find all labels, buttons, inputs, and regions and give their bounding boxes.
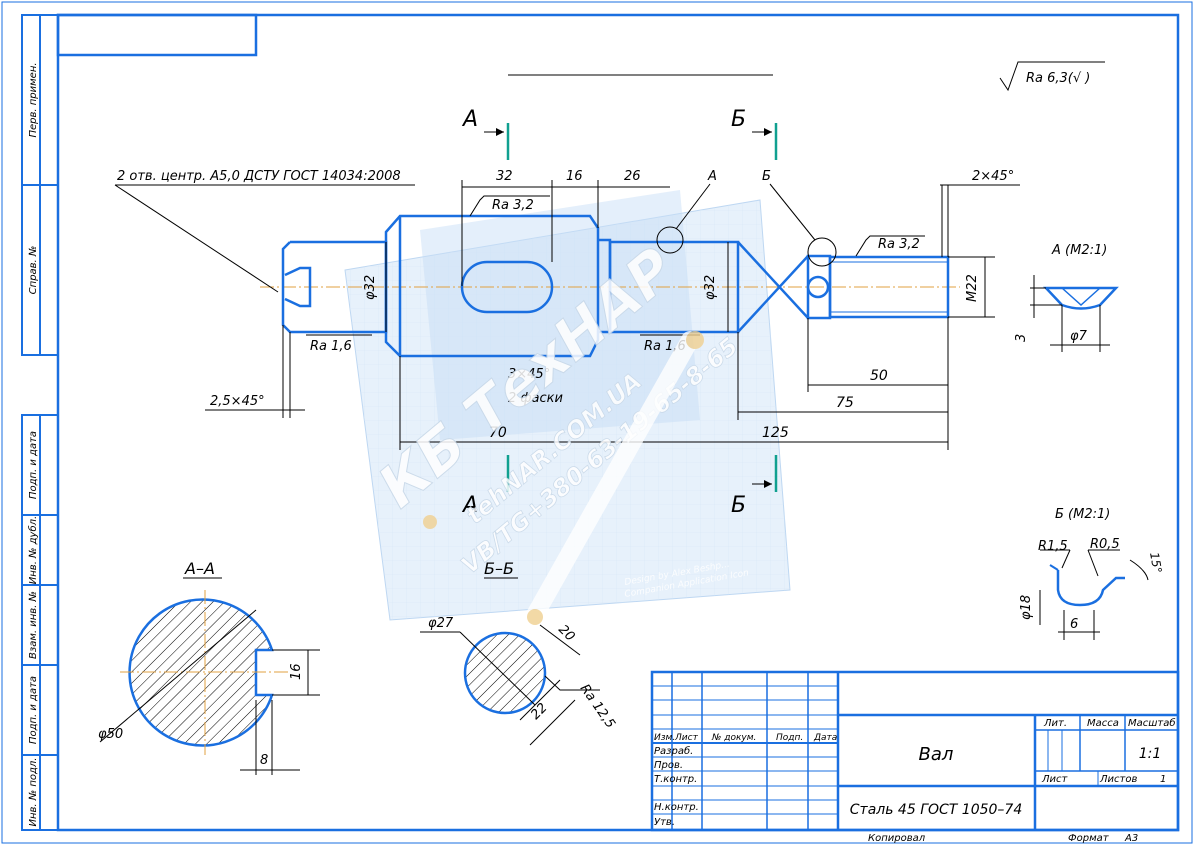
chamfer-left-callout: 2,5×45° bbox=[210, 394, 265, 409]
detail-b-r15: R1,5 bbox=[1038, 539, 1068, 554]
tb-scale-value: 1:1 bbox=[1139, 746, 1162, 762]
tb-lit: Лит. bbox=[1043, 718, 1067, 729]
dim-26: 26 bbox=[624, 169, 641, 184]
section-marker-a-top bbox=[484, 123, 510, 160]
label-perv-primen: Перв. примен. bbox=[28, 62, 39, 137]
watermark-compass bbox=[423, 331, 704, 625]
section-bb-phi27: φ27 bbox=[428, 616, 454, 631]
detail-a-view bbox=[1030, 275, 1119, 352]
tb-listov-value: 1 bbox=[1160, 774, 1166, 785]
section-aa-title: А–А bbox=[184, 559, 215, 578]
section-b-top-label: Б bbox=[731, 107, 746, 132]
tb-dokum: № докум. bbox=[711, 733, 756, 743]
dimension-lines bbox=[205, 180, 1020, 450]
general-roughness-symbol bbox=[999, 61, 1105, 92]
roughness-key: Ra 3,2 bbox=[492, 198, 534, 213]
tb-listov-label: Листов bbox=[1099, 774, 1137, 785]
section-aa-view bbox=[99, 590, 320, 775]
detail-flags bbox=[656, 183, 837, 267]
label-sprav-no: Справ. № bbox=[28, 246, 39, 295]
tb-prov: Пров. bbox=[654, 760, 683, 771]
section-aa-key-width: 8 bbox=[260, 753, 268, 768]
shaft-main-view bbox=[260, 214, 960, 358]
top-left-box bbox=[56, 13, 258, 57]
roughness-left: Ra 1,6 bbox=[310, 339, 352, 354]
section-marker-b-top bbox=[752, 123, 778, 160]
tb-list-label: Лист bbox=[1041, 774, 1069, 785]
dim-125: 125 bbox=[762, 425, 789, 441]
section-a-bottom-label: А bbox=[461, 493, 478, 518]
detail-a-phi7: φ7 bbox=[1070, 329, 1088, 344]
center-holes-callout: 2 отв. центр. А5,0 ДСТУ ГОСТ 14034:2008 bbox=[117, 169, 401, 184]
label-inv-podl: Инв. № подл. bbox=[28, 758, 39, 827]
detail-b-flag: Б bbox=[762, 169, 771, 184]
tb-format-value: А3 bbox=[1124, 833, 1138, 844]
detail-b-angle: 15° bbox=[1147, 551, 1164, 574]
chamfer-right-callout: 2×45° bbox=[972, 169, 1014, 184]
tb-format-label: Формат bbox=[1068, 833, 1110, 844]
label-vzam-inv: Взам. инв. № bbox=[28, 591, 39, 659]
center-holes-leader bbox=[114, 184, 415, 293]
dim-75: 75 bbox=[836, 395, 854, 411]
tb-razrab: Разраб. bbox=[654, 745, 693, 757]
chamfer-mid-count: 2 фаски bbox=[508, 391, 563, 406]
watermark-blueprint bbox=[344, 190, 791, 621]
detail-a-depth: 3 bbox=[1014, 334, 1029, 342]
tb-izm: Изм. bbox=[654, 733, 675, 743]
left-margin-strip bbox=[21, 14, 59, 831]
tb-massa: Масса bbox=[1087, 718, 1119, 729]
tb-tkontr: Т.контр. bbox=[654, 774, 697, 785]
section-aa-phi50: φ50 bbox=[98, 727, 123, 742]
dim-32: 32 bbox=[496, 169, 513, 184]
dim-phi32-mid: φ32 bbox=[703, 275, 718, 300]
detail-b-width: 6 bbox=[1070, 617, 1078, 632]
tb-nkontr: Н.контр. bbox=[654, 802, 699, 813]
label-podp-data-2: Подп. и дата bbox=[28, 676, 39, 744]
section-bb-title: Б–Б bbox=[484, 559, 514, 578]
section-aa-key-height: 16 bbox=[289, 663, 304, 680]
tb-masshtab: Масштаб bbox=[1128, 717, 1176, 729]
label-podp-data-1: Подп. и дата bbox=[28, 431, 39, 499]
section-marker-b-bottom bbox=[752, 455, 778, 492]
section-b-bottom-label: Б bbox=[731, 493, 746, 518]
dim-70: 70 bbox=[489, 425, 507, 441]
chamfer-mid-callout: 3×45° bbox=[508, 367, 550, 382]
tb-material: Сталь 45 ГОСТ 1050–74 bbox=[850, 802, 1022, 818]
dim-phi32-left: φ32 bbox=[363, 275, 378, 300]
detail-b-r05: R0,5 bbox=[1090, 537, 1120, 552]
detail-b-phi18: φ18 bbox=[1019, 595, 1034, 620]
tb-podp: Подп. bbox=[776, 733, 803, 743]
general-roughness: Ra 6,3(√ ) bbox=[1026, 71, 1090, 86]
detail-b-view bbox=[1039, 549, 1149, 640]
dim-16: 16 bbox=[566, 169, 583, 184]
detail-b-title: Б (М2:1) bbox=[1055, 507, 1110, 522]
tb-utv: Утв. bbox=[654, 817, 675, 828]
section-bb-view bbox=[420, 624, 600, 746]
detail-a-title: А (М2:1) bbox=[1051, 243, 1107, 258]
tb-part-name: Вал bbox=[919, 744, 954, 765]
section-bb-flat-len: 20 bbox=[555, 622, 577, 644]
section-a-top-label: А bbox=[461, 107, 478, 132]
dim-50: 50 bbox=[870, 368, 888, 384]
section-bb-roughness: Ra 12,5 bbox=[577, 682, 618, 732]
dim-m22: М22 bbox=[965, 274, 980, 302]
tb-data: Дата bbox=[813, 733, 837, 743]
tb-kopiroval: Копировал bbox=[868, 833, 926, 844]
title-block bbox=[650, 670, 1180, 832]
roughness-thread: Ra 3,2 bbox=[878, 237, 920, 252]
detail-a-flag: А bbox=[707, 169, 717, 184]
tb-list: Лист bbox=[674, 733, 699, 743]
label-inv-dubl: Инв. № дубл. bbox=[27, 516, 39, 584]
